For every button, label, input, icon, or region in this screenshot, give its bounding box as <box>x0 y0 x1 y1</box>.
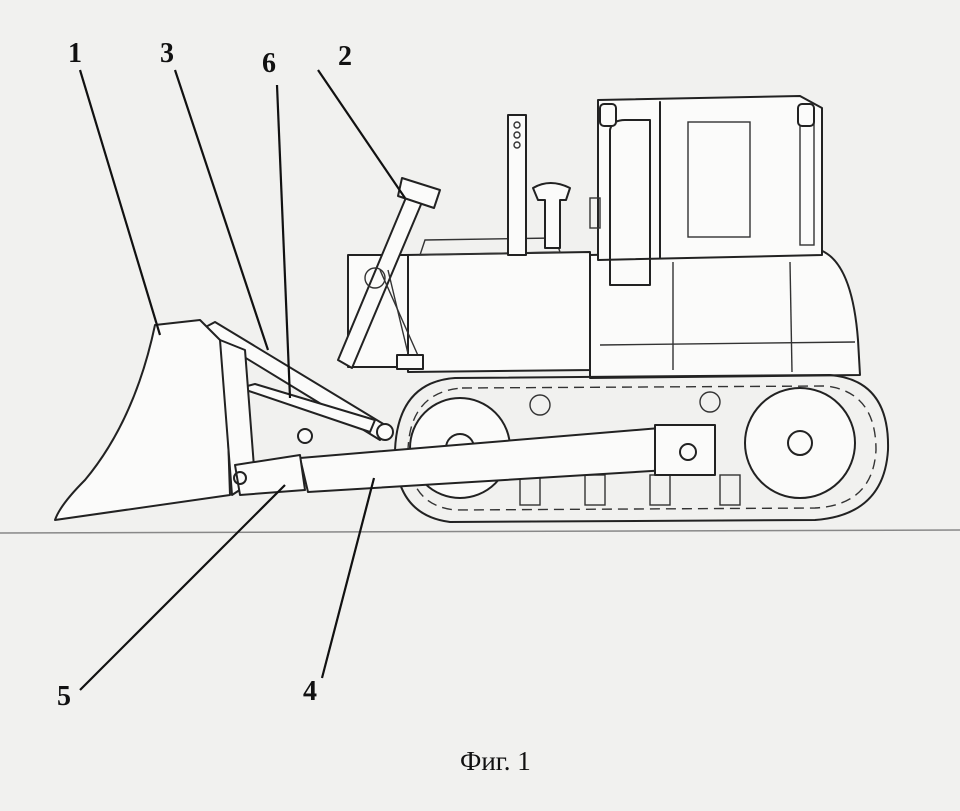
tractor-body <box>347 95 861 379</box>
leader-lines <box>78 69 406 691</box>
label-3: 3 <box>160 38 174 69</box>
push-frame <box>299 424 716 493</box>
label-4: 4 <box>303 676 317 707</box>
tilt-struts <box>199 321 394 444</box>
label-1: 1 <box>68 38 82 69</box>
label-5: 5 <box>57 681 71 712</box>
label-6: 6 <box>262 48 276 79</box>
bulldozer-blade <box>54 319 306 521</box>
figure-caption: Фиг. 1 <box>460 746 531 776</box>
label-2: 2 <box>338 41 352 72</box>
ground-line <box>0 529 960 534</box>
